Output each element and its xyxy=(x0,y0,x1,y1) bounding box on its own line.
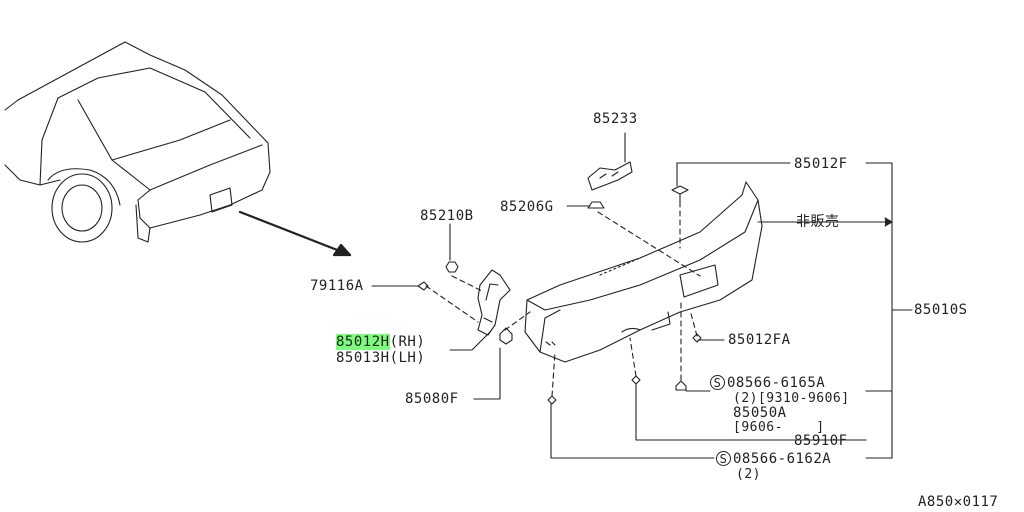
vehicle-rear-illustration xyxy=(4,41,271,243)
upper-bracket xyxy=(587,161,633,191)
part-label-85013h: 85013H(LH) xyxy=(336,350,426,366)
not-for-sale-label: 非販売 xyxy=(796,214,840,230)
side-bracket xyxy=(477,269,511,336)
part-qty-08566-6165a: (2)[9310-9606] xyxy=(733,391,850,406)
diagram-code: A850✕0117 xyxy=(918,494,999,510)
part-label-85210b: 85210B xyxy=(420,208,474,224)
part-label-85012h: 85012H(RH) xyxy=(336,334,425,350)
part-label-85206g: 85206G xyxy=(500,199,554,215)
highlighted-part-number: 85012H xyxy=(336,334,390,350)
part-label-85233: 85233 xyxy=(593,111,638,127)
part-label-85050a: 85050A xyxy=(733,405,787,421)
direction-arrow xyxy=(238,210,352,257)
part-qty-08566-6162a: (2) xyxy=(736,467,761,482)
part-side-rh: (RH) xyxy=(389,334,426,350)
fasteners xyxy=(417,185,702,405)
part-label-85012fa: 85012FA xyxy=(728,332,791,348)
part-date-85050a: [9606- ] xyxy=(733,420,825,435)
part-label-85910f: 85910F xyxy=(794,433,848,449)
part-label-85080f: 85080F xyxy=(405,391,459,407)
part-label-79116a: 79116A xyxy=(310,278,364,294)
assembly-dashed-lines xyxy=(425,201,701,397)
standard-part-symbol: S xyxy=(710,375,725,390)
part-label-85010s: 85010S xyxy=(914,302,968,318)
part-label-85012f: 85012F xyxy=(794,156,848,172)
standard-part-symbol: S xyxy=(716,451,731,466)
rear-bumper-fascia xyxy=(524,181,763,363)
leader-lines xyxy=(371,132,913,459)
